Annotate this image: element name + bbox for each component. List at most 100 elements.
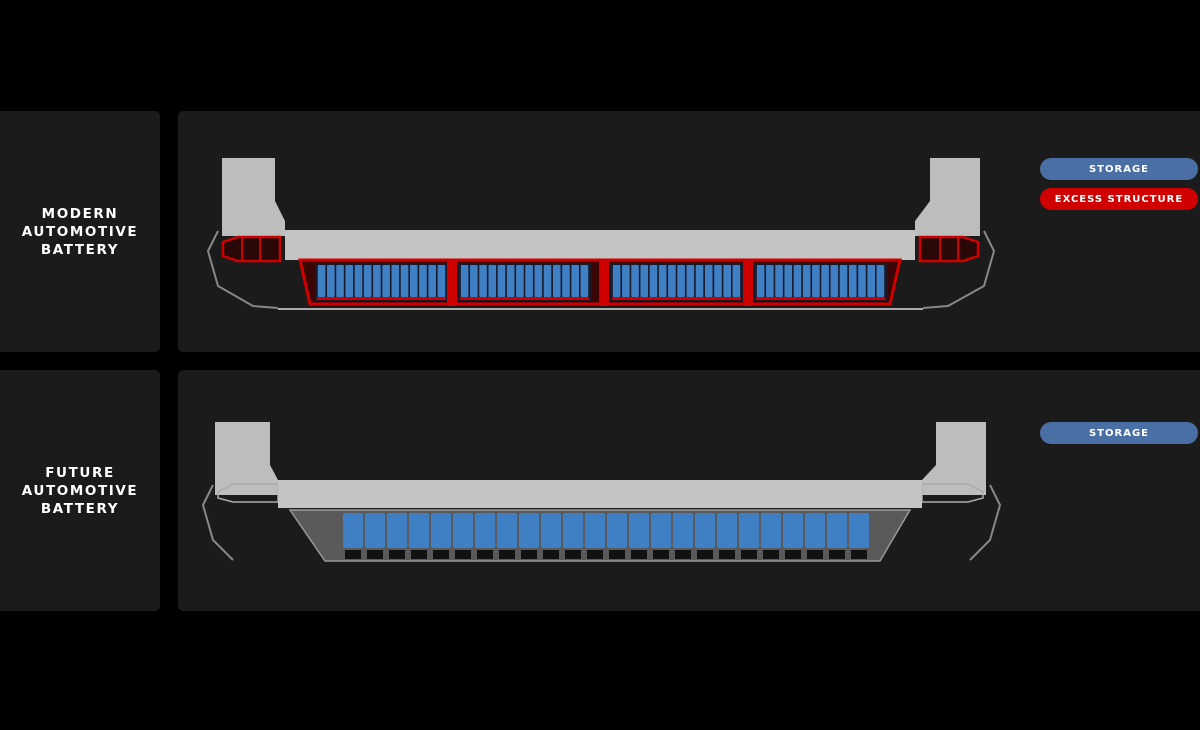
cell-foot bbox=[741, 550, 757, 559]
battery-module bbox=[458, 263, 591, 301]
cell-foot bbox=[477, 550, 493, 559]
cell-foot bbox=[609, 550, 625, 559]
battery-cell bbox=[651, 513, 671, 548]
cell-foot bbox=[807, 550, 823, 559]
battery-cell bbox=[497, 265, 506, 297]
battery-cell bbox=[409, 265, 418, 297]
battery-cell bbox=[848, 265, 857, 297]
battery-cell bbox=[756, 265, 765, 297]
battery-cell bbox=[460, 265, 469, 297]
battery-cell bbox=[739, 513, 759, 548]
battery-cell bbox=[327, 265, 335, 297]
left-excess-structure bbox=[221, 235, 282, 263]
battery-cell bbox=[345, 265, 354, 297]
battery-cell bbox=[506, 265, 515, 297]
modern-battery-cross-section bbox=[206, 158, 996, 310]
battery-cell bbox=[658, 265, 667, 297]
right-excess-structure bbox=[918, 235, 980, 263]
battery-cell bbox=[732, 265, 741, 297]
cell-foot bbox=[345, 550, 361, 559]
cell-foot bbox=[851, 550, 867, 559]
battery-cell bbox=[629, 513, 649, 548]
module-divider-excess-structure bbox=[447, 261, 457, 306]
cell-foot bbox=[565, 550, 581, 559]
battery-cell bbox=[867, 265, 875, 297]
module-divider-excess-structure bbox=[599, 261, 609, 306]
cell-foot bbox=[411, 550, 427, 559]
battery-cell bbox=[766, 265, 774, 297]
battery-cell bbox=[437, 265, 446, 297]
module-base-excess-structure bbox=[612, 297, 741, 300]
battery-cell bbox=[723, 265, 731, 297]
battery-cell bbox=[562, 265, 570, 297]
battery-cell bbox=[343, 513, 363, 548]
battery-cell bbox=[428, 265, 436, 297]
battery-cell bbox=[525, 265, 533, 297]
battery-cell bbox=[382, 265, 390, 297]
cell-foot bbox=[675, 550, 691, 559]
battery-cell bbox=[673, 513, 693, 548]
future-battery-title: FUTURE AUTOMOTIVE BATTERY bbox=[21, 464, 139, 517]
battery-cell bbox=[622, 265, 630, 297]
cell-foot bbox=[631, 550, 647, 559]
floor-beam bbox=[285, 230, 915, 260]
cell-foot bbox=[697, 550, 713, 559]
right-pillar bbox=[915, 158, 980, 236]
battery-cell bbox=[580, 265, 589, 297]
battery-cell bbox=[400, 265, 409, 297]
right-sill-outline bbox=[969, 484, 1002, 561]
modern-battery-title: MODERN AUTOMOTIVE BATTERY bbox=[21, 205, 139, 258]
right-sill-outline bbox=[922, 230, 996, 309]
battery-cell bbox=[686, 265, 695, 297]
left-pillar bbox=[215, 422, 278, 495]
row-label-modern: MODERN AUTOMOTIVE BATTERY bbox=[0, 111, 160, 352]
left-pillar bbox=[222, 158, 285, 236]
battery-cell bbox=[336, 265, 344, 297]
cell-foot bbox=[785, 550, 801, 559]
battery-cell bbox=[668, 265, 676, 297]
legend-storage: STORAGE bbox=[1040, 422, 1198, 444]
battery-cell bbox=[431, 513, 451, 548]
battery-cell bbox=[470, 265, 478, 297]
battery-module bbox=[315, 263, 448, 301]
battery-cell bbox=[571, 265, 579, 297]
battery-cell bbox=[363, 265, 372, 297]
battery-cell bbox=[607, 513, 627, 548]
battery-cell bbox=[552, 265, 561, 297]
right-pillar bbox=[922, 422, 986, 495]
battery-cell bbox=[784, 265, 793, 297]
floor-beam bbox=[278, 480, 922, 508]
legend-excess-structure: EXCESS STRUCTURE bbox=[1040, 188, 1198, 210]
future-battery-cross-section bbox=[201, 422, 1002, 562]
battery-cell bbox=[541, 513, 561, 548]
battery-cell bbox=[317, 265, 326, 297]
battery-cell bbox=[640, 265, 649, 297]
battery-cell bbox=[830, 265, 839, 297]
battery-cell bbox=[805, 513, 825, 548]
battery-cell bbox=[876, 265, 885, 297]
battery-cell bbox=[827, 513, 847, 548]
battery-cell bbox=[516, 265, 524, 297]
module-base-excess-structure bbox=[460, 297, 589, 300]
battery-cell bbox=[373, 265, 381, 297]
cell-foot bbox=[719, 550, 735, 559]
battery-cell bbox=[775, 265, 783, 297]
battery-cell bbox=[419, 265, 427, 297]
battery-cell bbox=[821, 265, 829, 297]
legend-storage: STORAGE bbox=[1040, 158, 1198, 180]
cell-foot bbox=[389, 550, 405, 559]
battery-module bbox=[754, 263, 887, 301]
battery-cell bbox=[453, 513, 473, 548]
battery-cell bbox=[717, 513, 737, 548]
battery-cell bbox=[839, 265, 848, 297]
module-divider-excess-structure bbox=[743, 261, 753, 306]
cell-foot bbox=[433, 550, 449, 559]
battery-cell bbox=[802, 265, 811, 297]
cell-foot bbox=[829, 550, 845, 559]
battery-cell bbox=[365, 513, 385, 548]
battery-cell bbox=[585, 513, 605, 548]
battery-cell bbox=[849, 513, 869, 548]
battery-cell bbox=[409, 513, 429, 548]
battery-cell bbox=[475, 513, 495, 548]
battery-cell bbox=[519, 513, 539, 548]
